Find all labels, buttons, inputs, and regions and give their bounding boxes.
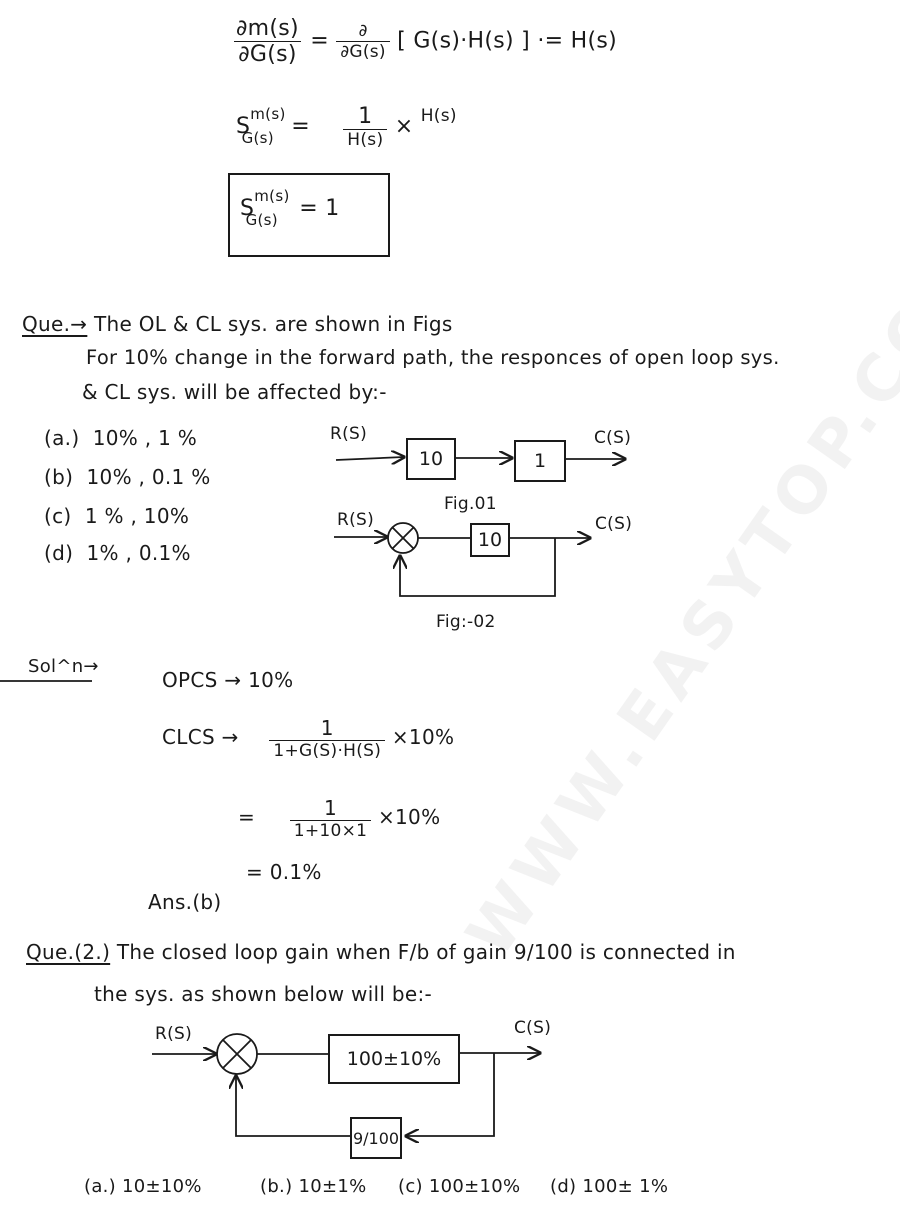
- option-d: (d) 1% , 0.1%: [44, 541, 191, 565]
- q2-option-c: (c) 100±10%: [398, 1176, 521, 1197]
- fig1-block-2: 1: [514, 440, 566, 482]
- question-label: Que.→: [22, 312, 88, 336]
- option-b: (b) 10% , 0.1 %: [44, 465, 211, 489]
- q2-feedback-block: 9/100: [350, 1117, 402, 1159]
- result-expression: Sm(s)G(s) = 1: [240, 187, 340, 229]
- fig2-caption: Fig:-02: [436, 612, 496, 632]
- question-1-line-2: For 10% change in the forward path, the …: [86, 346, 780, 369]
- q2-forward-block: 100±10%: [328, 1034, 460, 1084]
- question-2-label: Que.(2.): [26, 940, 111, 964]
- fig2-forward-block: 10: [470, 523, 510, 557]
- derivation-line-1: ∂m(s) ∂G(s) = ∂ ∂G(s) [ G(s)·H(s) ] ·= H…: [232, 16, 617, 67]
- q2-option-d: (d) 100± 1%: [550, 1176, 669, 1197]
- question-1-text: Que.→ The OL & CL sys. are shown in Figs: [22, 312, 453, 336]
- answer: Ans.(b): [148, 890, 222, 914]
- option-c: (c) 1 % , 10%: [44, 504, 190, 528]
- question-1-line-3: & CL sys. will be affected by:-: [82, 380, 387, 404]
- clcs-fraction: 1 1+G(S)·H(S): [269, 716, 386, 761]
- opcs-line: OPCS → 10%: [162, 668, 294, 692]
- sensitivity-fraction: 1 H(s): [343, 104, 388, 150]
- option-a: (a.) 10% , 1 %: [44, 426, 198, 450]
- fig1-caption: Fig.01: [444, 494, 497, 514]
- fig2-input-label: R(S): [337, 510, 375, 530]
- fig1-block-1: 10: [406, 438, 456, 480]
- clcs-step-2: = 1 1+10×1 ×10%: [238, 796, 441, 841]
- fig1-input-label: R(S): [330, 424, 368, 444]
- step2-fraction: 1 1+10×1: [289, 796, 372, 841]
- partial-operator: ∂ ∂G(s): [336, 21, 390, 62]
- fig2-output-label: C(S): [595, 514, 633, 534]
- clcs-line: CLCS → 1 1+G(S)·H(S) ×10%: [162, 716, 455, 761]
- derivation-line-2: Sm(s)G(s) = 1 H(s) × H(s): [236, 104, 457, 150]
- fig1-output-label: C(S): [594, 428, 632, 448]
- question-2-line-2: the sys. as shown below will be:-: [94, 982, 433, 1006]
- partial-fraction: ∂m(s) ∂G(s): [234, 16, 301, 67]
- q2-option-a: (a.) 10±10%: [84, 1176, 202, 1197]
- q2-input-label: R(S): [155, 1024, 193, 1044]
- result-box: [228, 173, 390, 257]
- solution-label: Sol^n→: [28, 656, 99, 677]
- clcs-step-3: = 0.1%: [246, 860, 322, 884]
- question-2-text: Que.(2.) The closed loop gain when F/b o…: [26, 940, 736, 964]
- q2-option-b: (b.) 10±1%: [260, 1176, 367, 1197]
- bracket-expression: [ G(s)·H(s) ]: [397, 28, 531, 54]
- q2-output-label: C(S): [514, 1018, 552, 1038]
